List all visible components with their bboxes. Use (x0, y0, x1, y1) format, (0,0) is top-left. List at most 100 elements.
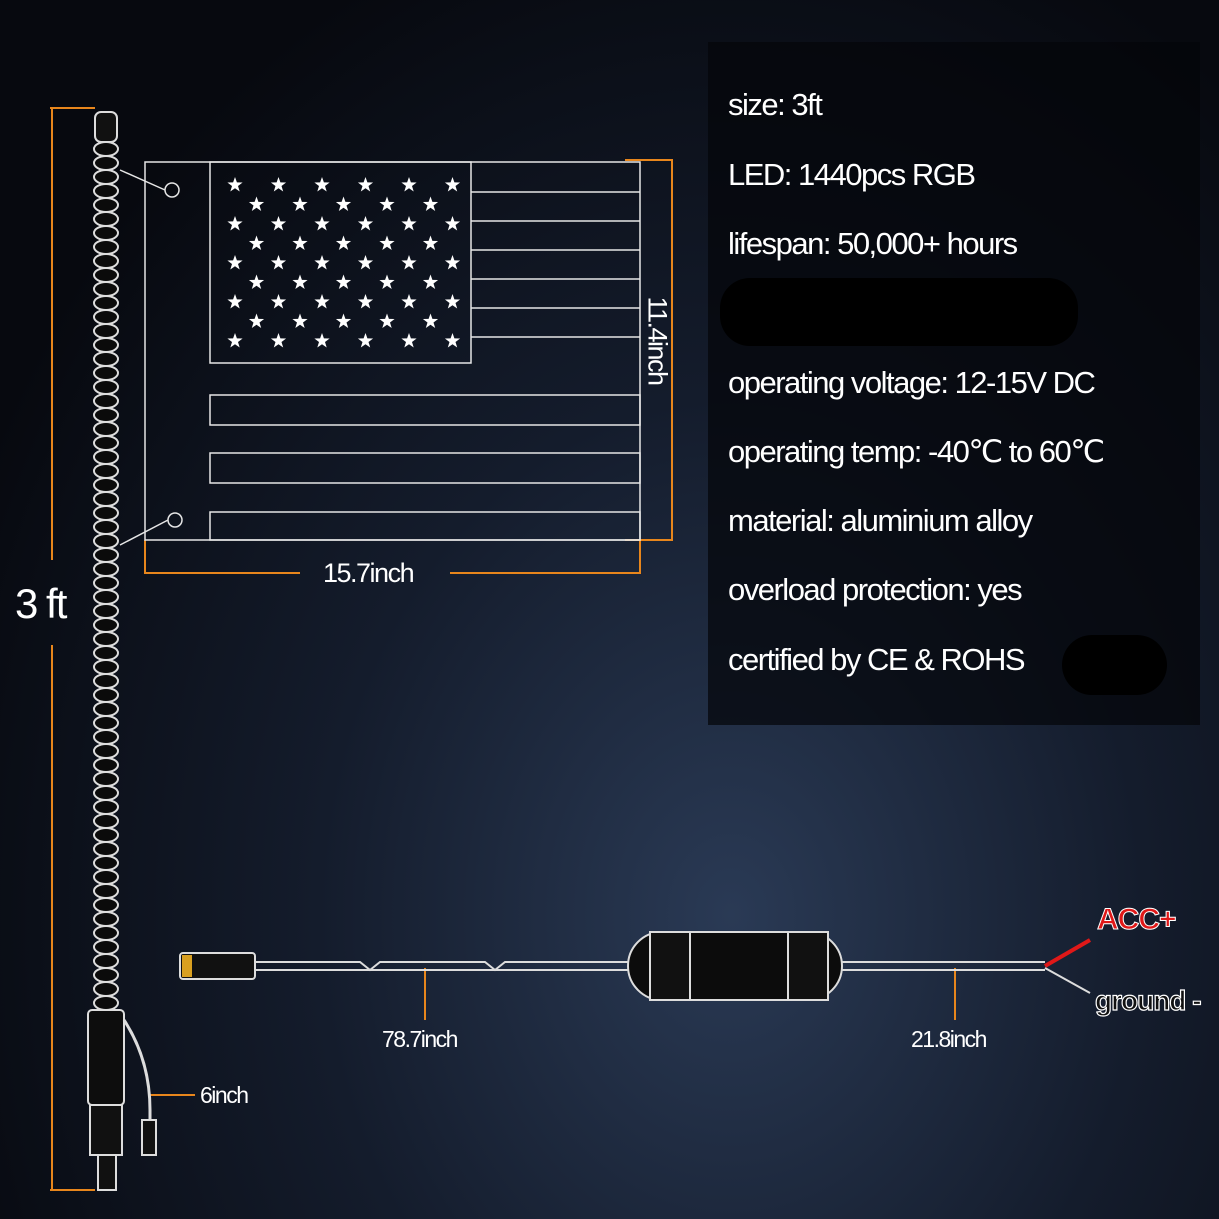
flag-star (227, 333, 243, 348)
flag-star (314, 216, 330, 231)
flag-star (292, 313, 308, 328)
cable-short-label: 21.8inch (911, 1026, 987, 1052)
flag-width-label: 15.7inch (323, 558, 415, 588)
coil-segment (93, 365, 119, 381)
coil-segment (93, 505, 119, 521)
flag-star (248, 313, 265, 328)
flag-star (379, 274, 395, 289)
coil-segment (93, 869, 119, 885)
coil-segment (93, 197, 119, 213)
flag-star (444, 255, 461, 270)
coil-segment (93, 575, 119, 591)
coil-segment (93, 253, 119, 269)
flag-star (379, 313, 395, 328)
coil-segment (93, 729, 119, 745)
coil-segment (93, 155, 119, 171)
coil-segment (93, 855, 119, 871)
flag-stripe (209, 452, 641, 484)
flag-star (379, 235, 395, 250)
flag-star (292, 274, 308, 289)
coil-segment (93, 617, 119, 633)
coil-segment (93, 477, 119, 493)
flag-star (227, 177, 243, 192)
flag-star (248, 196, 265, 211)
coil-segment (93, 771, 119, 787)
coil-segment (93, 659, 119, 675)
flag-star (357, 255, 374, 270)
flag-star (314, 294, 330, 309)
coil-segment (93, 267, 119, 283)
flag-star (444, 294, 461, 309)
flag-star (227, 294, 243, 309)
coil-segment (93, 211, 119, 227)
coil-segment (93, 701, 119, 717)
flag-star (248, 235, 265, 250)
coil-segment (93, 939, 119, 955)
coil-segment (93, 799, 119, 815)
flag-star (248, 274, 265, 289)
coil-segment (93, 813, 119, 829)
spec-temp: operating temp: -40℃ to 60℃ (728, 434, 1105, 469)
flag-star (227, 255, 243, 270)
acc-wire-label: ACC+ (1097, 903, 1178, 937)
coil-segment (93, 603, 119, 619)
flag-star (422, 235, 439, 250)
coil-segment (93, 407, 119, 423)
coil-segment (93, 309, 119, 325)
coil-segment (93, 225, 119, 241)
coil-segment (93, 393, 119, 409)
coil-segment (93, 841, 119, 857)
spec-material: material: aluminium alloy (728, 503, 1033, 538)
coil-segment (93, 645, 119, 661)
spec-size: size: 3ft (728, 87, 823, 122)
coil-segment (93, 911, 119, 927)
flag (119, 161, 641, 546)
redaction (720, 278, 1078, 346)
coil-segment (93, 547, 119, 563)
coil-segment (93, 351, 119, 367)
coil-segment (93, 687, 119, 703)
flag-star (227, 216, 243, 231)
spec-voltage: operating voltage: 12-15V DC (728, 365, 1096, 400)
coil-segment (93, 421, 119, 437)
flag-star (270, 333, 287, 348)
coil-segment (93, 981, 119, 997)
flag-star (314, 255, 330, 270)
flag-star (335, 313, 352, 328)
coil-segment (93, 141, 119, 157)
coil-segment (93, 239, 119, 255)
coil-segment (93, 337, 119, 353)
flag-star (314, 333, 330, 348)
flag-star (422, 274, 439, 289)
flag-star (335, 235, 352, 250)
flag-star (379, 196, 395, 211)
coil-segment (93, 673, 119, 689)
flag-height-label: 11.4inch (642, 296, 673, 385)
flag-star (270, 216, 287, 231)
coil-segment (93, 953, 119, 969)
coil-segment (93, 169, 119, 185)
spec-overload: overload protection: yes (728, 572, 1023, 607)
coil-segment (93, 183, 119, 199)
flag-star (292, 235, 308, 250)
coil-segment (93, 743, 119, 759)
flag-star (357, 177, 374, 192)
dimension-lines (50, 107, 956, 1191)
coil-segment (93, 491, 119, 507)
pigtail-label: 6inch (200, 1082, 249, 1108)
coil-segment (93, 379, 119, 395)
flag-star (444, 177, 461, 192)
flag-star (292, 196, 308, 211)
flag-star (270, 294, 287, 309)
spec-led: LED: 1440pcs RGB (728, 157, 976, 192)
flag-star (357, 216, 374, 231)
flag-stripe (209, 511, 641, 541)
coil-segment (93, 519, 119, 535)
flag-star (401, 177, 417, 192)
flag-star (401, 294, 417, 309)
flag-stripe (209, 394, 641, 426)
cable (179, 931, 1092, 1001)
coil-segment (93, 323, 119, 339)
spec-certified: certified by CE & ROHS (728, 642, 1026, 677)
